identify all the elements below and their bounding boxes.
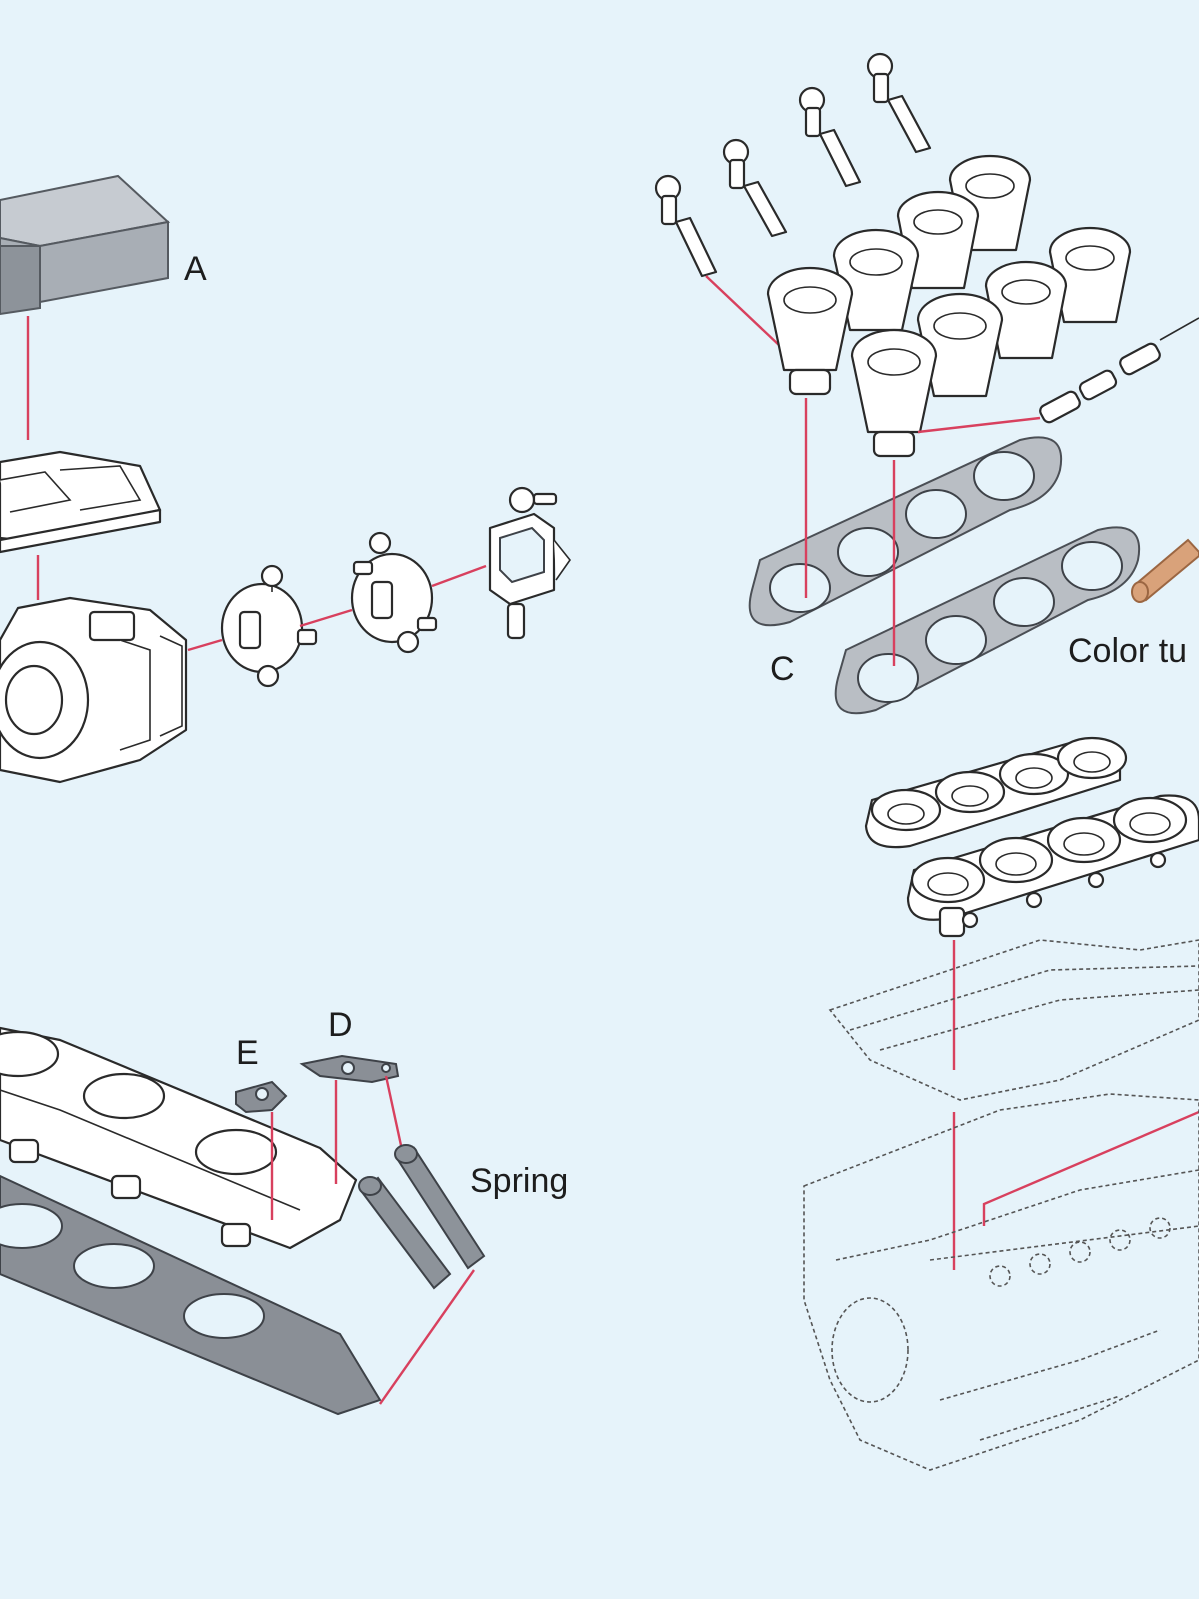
leader-line-d-spring [384,1075,404,1151]
injector-4 [866,52,932,154]
leader-line-fuel-rail [917,416,1041,434]
cylinder-head-sketch [828,939,1199,1101]
fitting-3 [488,486,571,640]
fitting-1 [220,564,318,688]
leader-line-injector [705,275,781,347]
trumpet-bank [864,736,1199,938]
leader-line-block-right [982,1110,1199,1226]
color-tube [1131,538,1199,603]
spring-pair [358,1144,486,1290]
fitting-2 [350,531,438,654]
intake-manifold [0,1026,358,1250]
engine-assembly [803,736,1199,1471]
engine-block-sketch [803,1093,1199,1471]
leader-line-fitting-1 [299,608,353,628]
trumpet-row-front [766,228,1004,458]
gasket-c-left [748,436,1063,627]
intake-trumpet-assembly: C Color tu [654,52,1199,715]
airbox-lid [0,450,162,554]
label-spring: Spring [470,1162,568,1200]
injector-2 [722,138,788,238]
label-a: A [184,250,207,288]
fuel-rail-fitting [1039,317,1199,424]
leader-line-throttle [187,638,223,652]
manifold-assembly: E D Spring [0,1006,568,1416]
throttle-body [0,596,188,784]
leader-line-spring [379,1269,475,1405]
injector-3 [798,86,862,188]
gasket-c-right [834,526,1141,715]
leader-line-fitting-2 [431,564,487,588]
part-e-bracket [235,1080,288,1114]
label-e: E [236,1034,259,1072]
airbox-assembly: A [0,174,571,784]
label-c: C [770,650,795,688]
part-a-box [0,174,171,316]
manifold-gasket [0,1174,382,1416]
label-color-tube: Color tu [1068,632,1187,670]
label-d: D [328,1006,353,1044]
trumpet-row-back [896,154,1132,360]
part-d-plate [299,1054,400,1084]
injector-1 [654,174,718,278]
